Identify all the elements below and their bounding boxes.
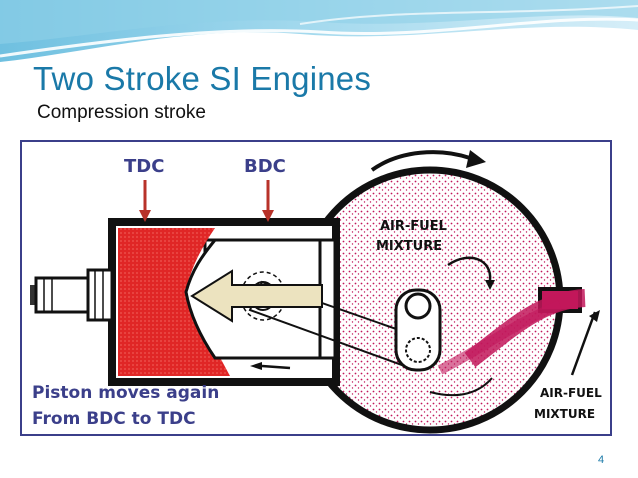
piston-direction-arrow [190,269,323,323]
intake-arrow [570,311,597,376]
rotation-arrow [370,150,471,172]
spark-plug [30,285,36,305]
bdc-label: BDC [244,156,286,177]
caption-line2: From BDC to TDC [32,409,196,429]
mixture-label-top-line1: AIR-FUEL [380,219,447,234]
crankshaft [404,292,432,320]
page-number: 4 [598,454,605,466]
slide-title: Two Stroke SI Engines [33,60,372,97]
mixture-label-right-line2: MIXTURE [534,407,595,421]
header-waves [0,0,638,62]
mixture-label-top-line2: MIXTURE [376,239,442,254]
tdc-label: TDC [124,156,164,177]
caption-line1: Piston moves again [32,383,219,403]
slide-subtitle: Compression stroke [37,102,206,123]
mixture-label-right-line1: AIR-FUEL [540,386,602,400]
